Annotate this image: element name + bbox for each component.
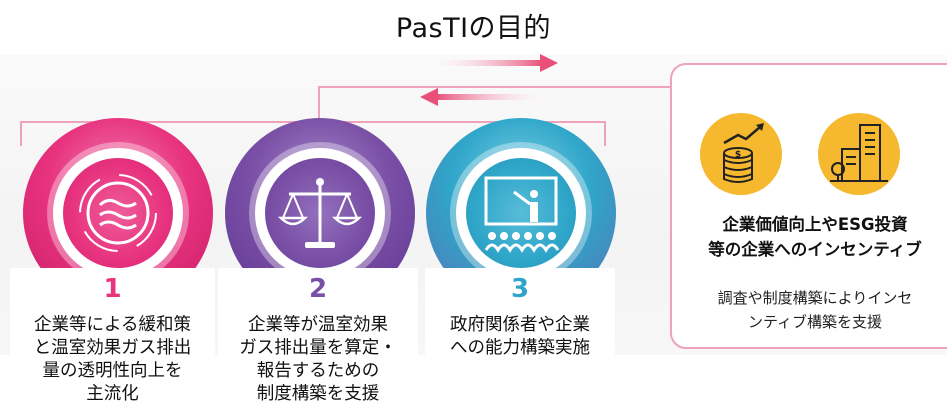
step-2-line: ガス排出量を算定・ <box>239 338 397 358</box>
incentive-title-line: 企業価値向上やESG投資 <box>722 215 908 234</box>
connector-drop-right <box>604 121 606 146</box>
buildings-icon <box>818 113 900 195</box>
step-1-line: 主流化 <box>86 384 139 404</box>
step-1-text: 企業等による緩和策 と温室効果ガス排出 量の透明性向上を 主流化 <box>10 314 215 406</box>
step-2-line: 企業等が温室効果 <box>248 315 388 335</box>
incentive-title: 企業価値向上やESG投資 等の企業へのインセンティブ <box>690 212 940 262</box>
coin-growth-icon: $ <box>700 113 782 195</box>
step-2-text: 企業等が温室効果 ガス排出量を算定・ 報告するための 制度構築を支援 <box>218 314 418 406</box>
incentive-desc-line: 調査や制度構築によりインセ <box>717 289 913 307</box>
arrow-left-icon <box>420 88 554 106</box>
incentive-description: 調査や制度構築によりインセ ンティブ構築を支援 <box>690 286 940 334</box>
svg-text:$: $ <box>735 150 741 160</box>
step-3-line: への能力構築実施 <box>450 338 590 358</box>
step-2-line: 制度構築を支援 <box>256 384 380 404</box>
step-3-line: 政府関係者や企業 <box>450 315 590 335</box>
incentive-desc-line: ンティブ構築を支援 <box>747 313 883 331</box>
incentive-title-line: 等の企業へのインセンティブ <box>708 240 922 259</box>
step-2-card <box>218 268 418 410</box>
step-1-card <box>10 268 215 410</box>
connector-drop-left <box>20 121 22 146</box>
incentive-box <box>670 63 947 349</box>
step-1-line: 量の透明性向上を <box>42 361 183 381</box>
connector-top-horizontal <box>318 86 670 88</box>
step-2-line: 報告するための <box>256 361 380 381</box>
page-title: PasTIの目的 <box>395 13 552 44</box>
step-3-text: 政府関係者や企業 への能力構築実施 <box>425 314 615 360</box>
presentation-audience-icon <box>484 176 560 253</box>
arrow-right-icon <box>424 54 558 72</box>
step-1-line: 企業等による緩和策 <box>34 315 191 335</box>
step-1-line: と温室効果ガス排出 <box>33 338 192 358</box>
step-1-number: 1 <box>103 274 122 304</box>
step-3-number: 3 <box>510 274 530 304</box>
step-2-number: 2 <box>308 274 328 304</box>
balance-scale-icon <box>277 178 363 248</box>
step-3-card <box>425 268 615 360</box>
circular-flow-icon <box>79 174 157 252</box>
connector-vertical-left <box>318 86 320 122</box>
